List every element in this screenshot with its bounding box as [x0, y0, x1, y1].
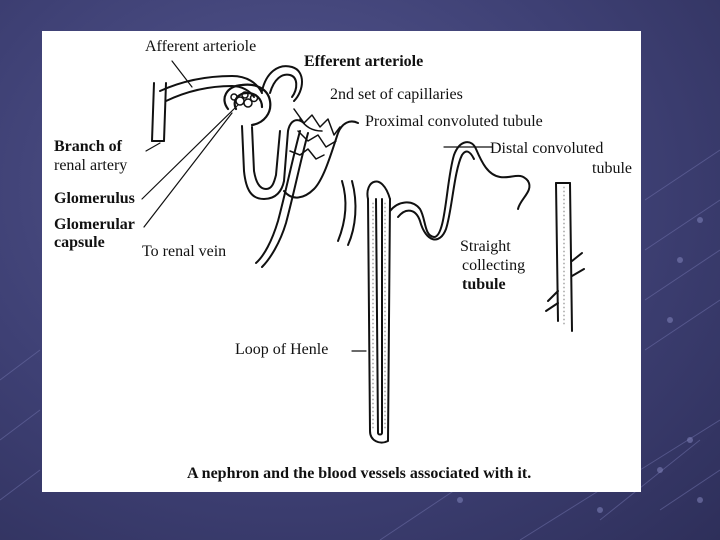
label-tubule: tubule — [462, 276, 506, 293]
label-collecting: collecting — [462, 257, 526, 274]
collecting-tubule — [545, 182, 585, 332]
pointer-lines — [141, 60, 493, 352]
label-second-capillaries: 2nd set of capillaries — [330, 86, 463, 103]
label-loop-of-henle: Loop of Henle — [235, 341, 329, 358]
label-distal-tubule: tubule — [592, 160, 632, 177]
distal-tubule — [389, 141, 531, 241]
label-distal-convoluted: Distal convoluted — [490, 140, 604, 157]
diagram-panel: Afferent arteriole Efferent arteriole 2n… — [42, 31, 641, 492]
renal-artery-branch — [151, 82, 167, 142]
tubule-texture — [372, 186, 565, 432]
diagram-caption: A nephron and the blood vessels associat… — [187, 465, 532, 482]
label-renal-vein: To renal vein — [142, 243, 227, 260]
label-capsule: capsule — [54, 234, 105, 251]
label-glomerulus: Glomerulus — [54, 190, 135, 207]
loop-of-henle — [283, 120, 391, 444]
second-capillaries — [289, 108, 341, 160]
label-glomerular: Glomerular — [54, 216, 135, 233]
label-straight: Straight — [460, 238, 511, 255]
nephron-diagram — [141, 60, 585, 444]
proximal-tubule — [241, 119, 305, 200]
label-renal-artery: renal artery — [54, 157, 128, 174]
label-afferent-arteriole: Afferent arteriole — [145, 38, 257, 55]
glomerulus — [230, 91, 259, 108]
label-efferent-arteriole: Efferent arteriole — [304, 53, 424, 70]
efferent-arteriole — [261, 65, 303, 102]
renal-vein — [255, 130, 309, 268]
label-proximal-tubule: Proximal convoluted tubule — [365, 113, 543, 130]
label-branch-of: Branch of — [54, 138, 122, 155]
